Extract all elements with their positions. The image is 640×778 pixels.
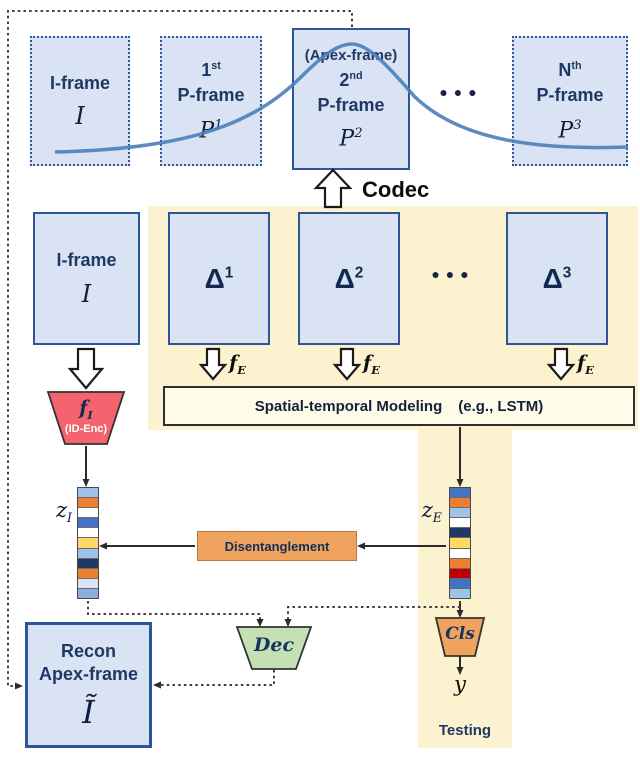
latent-bar [450,568,470,579]
fe-label-1: fE [229,352,246,377]
latent-bar [450,588,470,599]
iframe-box-top: I-frame I [30,36,130,166]
iframe-mid-label: I-frame [56,250,117,271]
pframe2-symbol: P2 [339,125,363,152]
latent-bar [450,518,470,529]
pframe1-label: P-frame [177,85,245,106]
dec-label: Dec [253,634,295,656]
latent-bar [450,528,470,539]
iframe-box-mid: I-frame I [33,212,140,345]
apex-frame-label: (Apex-frame) [304,46,398,64]
pframeN-label: P-frame [536,85,604,106]
pframe1-ordinal: 1st [201,59,221,80]
zi-to-dec-dotted [87,601,264,627]
pframeN-ordinal: Nth [558,59,582,80]
iframe-top-label: I-frame [49,72,111,93]
y-output-label: y [454,672,466,696]
cls-label: Cls [445,624,475,644]
delta3-symbol: Δ3 [542,262,572,294]
ze-label: zE [421,498,442,526]
mid-row-ellipsis: ●●● [431,266,475,282]
iframe-down-arrow [67,347,105,390]
latent-bar [78,558,98,569]
codec-up-arrow [313,168,353,209]
ze-stack [449,487,471,599]
fi-encoder-label: fI (ID-Enc) [48,397,124,435]
latent-bar [78,548,98,559]
zi-stack [77,487,99,599]
latent-bar [78,518,98,529]
delta1-symbol: Δ1 [204,262,234,294]
pframe1-box: 1st P-frame P1 [160,36,262,166]
latent-bar [78,588,98,599]
codec-label: Codec [362,177,430,202]
delta2-box: Δ2 [298,212,400,345]
top-row-ellipsis: ●●● [439,84,483,100]
fe-label-3: fE [577,352,594,377]
recon-label-line1: Recon [60,640,116,661]
pframe2-ordinal: 2nd [339,69,363,90]
delta1-box: Δ1 [168,212,270,345]
latent-bar [450,578,470,589]
pframeN-symbol: P3 [558,117,582,144]
stm-label: Spatial-temporal Modeling [254,397,443,415]
latent-bar [450,538,470,549]
latent-bar [450,558,470,569]
latent-bar [78,488,98,499]
latent-bar [450,548,470,559]
latent-bar [78,498,98,509]
fe-label-2: fE [363,352,380,377]
latent-bar [450,498,470,509]
recon-label-line2: Apex-frame [38,664,139,684]
disentanglement-box: Disentanglement [197,531,357,561]
latent-bar [450,508,470,519]
testing-label: Testing [438,722,492,739]
iframe-top-symbol: I [75,102,85,131]
latent-bar [78,568,98,579]
latent-bar [78,538,98,549]
pframe1-symbol: P1 [199,117,223,144]
recon-apex-box: Recon Apex-frame Ĩ [25,622,152,748]
id-enc-label: (ID-Enc) [64,422,108,435]
apex-pframe2-box: (Apex-frame) 2nd P-frame P2 [292,28,410,170]
pframe2-label: P-frame [317,95,385,116]
dec-to-recon-dotted [153,670,275,689]
latent-bar [78,578,98,589]
iframe-mid-symbol: I [81,279,92,308]
latent-bar [78,528,98,539]
delta3-box: Δ3 [506,212,608,345]
latent-bar [450,488,470,499]
latent-bar [78,508,98,519]
pframeN-box: Nth P-frame P3 [512,36,628,166]
fi-symbol: fI [79,397,93,422]
recon-symbol: Ĩ [82,692,95,731]
delta2-symbol: Δ2 [334,262,364,294]
zi-label: zI [55,498,72,526]
stm-paren-label: (e.g., LSTM) [458,397,544,415]
spatial-temporal-modeling-box: Spatial-temporal Modeling (e.g., LSTM) [163,386,635,426]
